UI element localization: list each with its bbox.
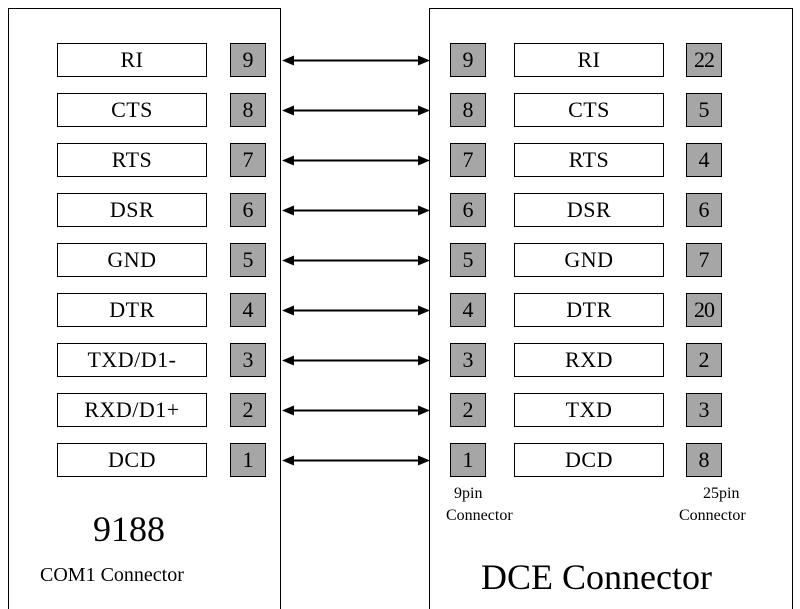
arrowhead-left	[282, 105, 294, 116]
left-signal-label: GND	[57, 243, 207, 277]
left-pin-number: 3	[230, 343, 266, 377]
arrowhead-left	[282, 55, 294, 66]
left-signal-label: RI	[57, 43, 207, 77]
dce-signal-label: DTR	[514, 293, 664, 327]
dce-signal-label: RTS	[514, 143, 664, 177]
nine-pin-caption-line1: 9pin	[454, 485, 483, 502]
dce-9pin-number: 4	[450, 293, 486, 327]
dce-9pin-number: 6	[450, 193, 486, 227]
arrowhead-left	[282, 455, 294, 466]
left-signal-label: DCD	[57, 443, 207, 477]
left-pin-number: 7	[230, 143, 266, 177]
dce-25pin-number: 2	[686, 343, 722, 377]
dce-signal-label: GND	[514, 243, 664, 277]
left-pin-number: 5	[230, 243, 266, 277]
arrowhead-left	[282, 355, 294, 366]
left-pin-number: 6	[230, 193, 266, 227]
arrowhead-right	[418, 205, 430, 216]
left-pin-number: 1	[230, 443, 266, 477]
left-pin-number: 8	[230, 93, 266, 127]
dce-signal-label: CTS	[514, 93, 664, 127]
arrowhead-left	[282, 305, 294, 316]
twentyfive-pin-connector-caption: 25pin Connector	[679, 483, 746, 527]
left-signal-label: DSR	[57, 193, 207, 227]
dce-25pin-number: 8	[686, 443, 722, 477]
dce-25pin-number: 5	[686, 93, 722, 127]
arrowhead-right	[418, 405, 430, 416]
dce-9pin-number: 7	[450, 143, 486, 177]
arrowhead-right	[418, 105, 430, 116]
com1-connector-label: COM1 Connector	[40, 564, 184, 586]
twentyfive-pin-caption-line2: Connector	[679, 507, 746, 524]
arrowhead-left	[282, 405, 294, 416]
dce-signal-label: RXD	[514, 343, 664, 377]
nine-pin-connector-caption: 9pin Connector	[446, 483, 513, 527]
twentyfive-pin-caption-line1: 25pin	[703, 485, 740, 502]
dce-25pin-number: 3	[686, 393, 722, 427]
dce-signal-label: DCD	[514, 443, 664, 477]
dce-signal-label: DSR	[514, 193, 664, 227]
nine-pin-caption-line2: Connector	[446, 507, 513, 524]
arrowhead-right	[418, 255, 430, 266]
dce-9pin-number: 1	[450, 443, 486, 477]
arrowhead-right	[418, 55, 430, 66]
dce-9pin-number: 3	[450, 343, 486, 377]
arrowhead-left	[282, 155, 294, 166]
dce-25pin-number: 20	[686, 293, 722, 327]
dce-signal-label: TXD	[514, 393, 664, 427]
dce-9pin-number: 8	[450, 93, 486, 127]
arrowhead-right	[418, 355, 430, 366]
dce-25pin-number: 4	[686, 143, 722, 177]
left-pin-number: 4	[230, 293, 266, 327]
dce-25pin-number: 7	[686, 243, 722, 277]
dce-25pin-number: 22	[686, 43, 722, 77]
dce-25pin-number: 6	[686, 193, 722, 227]
arrowhead-left	[282, 255, 294, 266]
left-signal-label: RTS	[57, 143, 207, 177]
dce-9pin-number: 2	[450, 393, 486, 427]
dce-9pin-number: 9	[450, 43, 486, 77]
left-signal-label: RXD/D1+	[57, 393, 207, 427]
dce-connector-title: DCE Connector	[481, 557, 712, 597]
left-signal-label: TXD/D1-	[57, 343, 207, 377]
arrowhead-left	[282, 205, 294, 216]
arrowhead-right	[418, 455, 430, 466]
left-pin-number: 2	[230, 393, 266, 427]
left-signal-label: CTS	[57, 93, 207, 127]
dce-signal-label: RI	[514, 43, 664, 77]
device-model-label: 9188	[93, 509, 165, 549]
left-pin-number: 9	[230, 43, 266, 77]
arrowhead-right	[418, 305, 430, 316]
dce-9pin-number: 5	[450, 243, 486, 277]
arrowhead-right	[418, 155, 430, 166]
left-signal-label: DTR	[57, 293, 207, 327]
